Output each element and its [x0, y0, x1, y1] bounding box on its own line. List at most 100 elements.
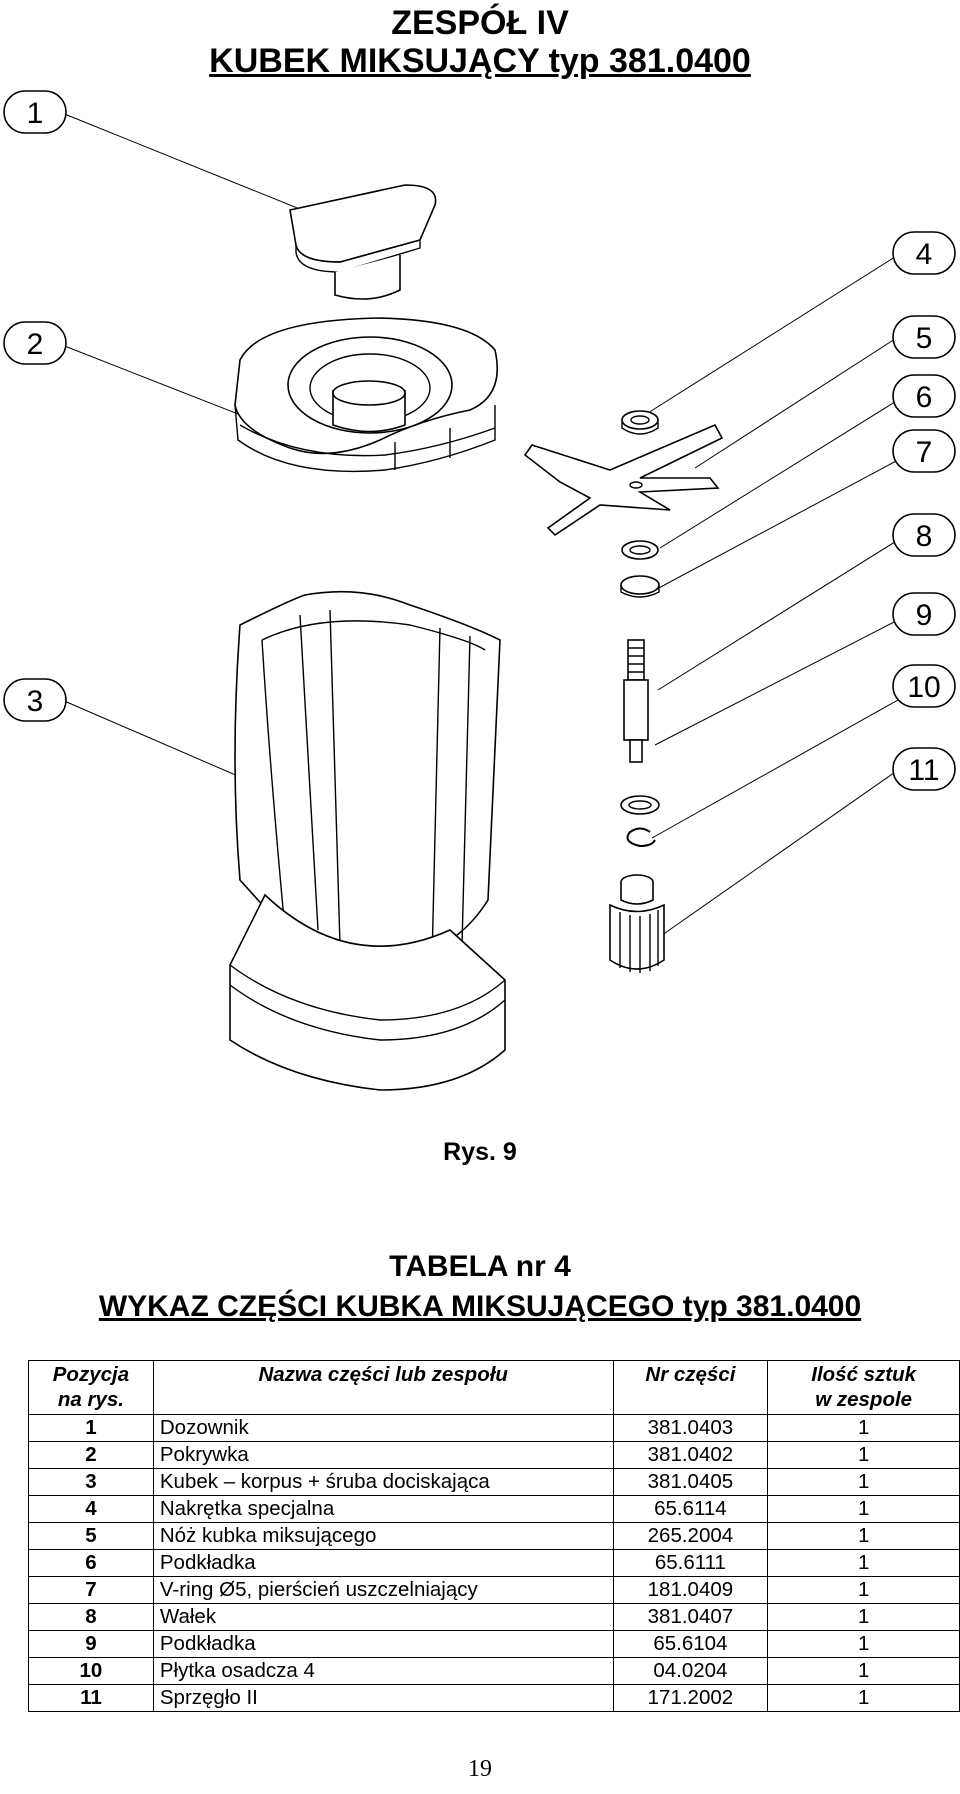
cell-position: 11: [28, 1684, 154, 1712]
cell-name: Kubek – korpus + śruba dociskająca: [152, 1468, 614, 1496]
cell-name: Płytka osadcza 4: [152, 1657, 614, 1685]
leader-lines: [61, 112, 899, 941]
cell-position: 1: [28, 1414, 154, 1442]
callout-label: 11: [908, 754, 939, 787]
cell-quantity: 1: [767, 1657, 960, 1685]
callout-1: 1: [3, 90, 67, 134]
part-washer-9: [620, 795, 660, 815]
cell-quantity: 1: [767, 1684, 960, 1712]
cell-position: 6: [28, 1549, 154, 1577]
part-blade: [523, 423, 724, 537]
cell-position: 9: [28, 1630, 154, 1658]
part-dispenser: [289, 184, 437, 300]
part-shaft: [623, 639, 649, 763]
cell-part-number: 381.0402: [612, 1441, 769, 1469]
part-nut: [621, 410, 659, 435]
cell-quantity: 1: [767, 1603, 960, 1631]
part-washer-6: [621, 540, 659, 560]
part-plate-10: [626, 827, 656, 848]
callout-7: 7: [892, 429, 956, 473]
callout-3: 3: [3, 678, 67, 722]
cell-part-number: 381.0403: [612, 1414, 769, 1442]
cell-part-number: 65.6111: [612, 1549, 769, 1577]
cell-position: 4: [28, 1495, 154, 1523]
cell-position: 10: [28, 1657, 154, 1685]
callout-5: 5: [892, 315, 956, 359]
cell-name: Sprzęgło II: [152, 1684, 614, 1712]
cell-part-number: 65.6104: [612, 1630, 769, 1658]
callout-label: 4: [916, 238, 933, 271]
callout-label: 9: [916, 599, 933, 632]
page-number: 19: [468, 1756, 492, 1782]
cell-quantity: 1: [767, 1522, 960, 1550]
callout-label: 5: [916, 322, 933, 355]
part-coupling: [609, 874, 665, 973]
callout-label: 2: [27, 328, 44, 361]
cell-part-number: 171.2002: [612, 1684, 769, 1712]
figure-caption: Rys. 9: [443, 1138, 517, 1166]
callout-9: 9: [892, 592, 956, 636]
part-vring-7: [620, 575, 660, 598]
cell-quantity: 1: [767, 1630, 960, 1658]
exploded-view-drawing: 1 2 3 4 5 6 7 8 9 10 11: [3, 90, 956, 1091]
callout-label: 8: [916, 520, 933, 553]
callout-8: 8: [892, 513, 956, 557]
assembly-subtitle: KUBEK MIKSUJĄCY typ 381.0400: [209, 42, 751, 80]
cell-name: Wałek: [152, 1603, 614, 1631]
cell-position: 2: [28, 1441, 154, 1469]
cell-quantity: 1: [767, 1468, 960, 1496]
cell-position: 3: [28, 1468, 154, 1496]
callout-6: 6: [892, 374, 956, 418]
callout-11: 11: [892, 747, 956, 791]
callout-label: 7: [916, 436, 933, 469]
callout-2: 2: [3, 321, 67, 365]
cell-position: 8: [28, 1603, 154, 1631]
callout-label: 1: [27, 97, 44, 130]
cell-position: 7: [28, 1576, 154, 1604]
cell-name: Podkładka: [152, 1630, 614, 1658]
cell-name: V-ring Ø5, pierścień uszczelniający: [152, 1576, 614, 1604]
cell-part-number: 381.0407: [612, 1603, 769, 1631]
header-name: Nazwa części lub zespołu: [152, 1360, 614, 1415]
table-title: TABELA nr 4: [389, 1250, 571, 1283]
cell-quantity: 1: [767, 1495, 960, 1523]
cell-quantity: 1: [767, 1576, 960, 1604]
cell-position: 5: [28, 1522, 154, 1550]
part-jar: [229, 590, 506, 1091]
table-subtitle: WYKAZ CZĘŚCI KUBKA MIKSUJĄCEGO typ 381.0…: [98, 1290, 862, 1323]
callout-label: 10: [907, 671, 940, 704]
callout-label: 3: [27, 685, 44, 718]
callout-10: 10: [892, 664, 956, 708]
header-part-number: Nr części: [612, 1360, 769, 1415]
cell-name: Pokrywka: [152, 1441, 614, 1469]
cell-quantity: 1: [767, 1414, 960, 1442]
cell-name: Dozownik: [152, 1414, 614, 1442]
callout-4: 4: [892, 231, 956, 275]
cell-part-number: 04.0204: [612, 1657, 769, 1685]
cell-name: Nóż kubka miksującego: [152, 1522, 614, 1550]
cell-part-number: 65.6114: [612, 1495, 769, 1523]
cell-part-number: 381.0405: [612, 1468, 769, 1496]
cell-part-number: 265.2004: [612, 1522, 769, 1550]
callout-label: 6: [916, 381, 933, 414]
cell-name: Podkładka: [152, 1549, 614, 1577]
cell-quantity: 1: [767, 1549, 960, 1577]
cell-quantity: 1: [767, 1441, 960, 1469]
assembly-title: ZESPÓŁ IV: [391, 4, 569, 42]
cell-part-number: 181.0409: [612, 1576, 769, 1604]
